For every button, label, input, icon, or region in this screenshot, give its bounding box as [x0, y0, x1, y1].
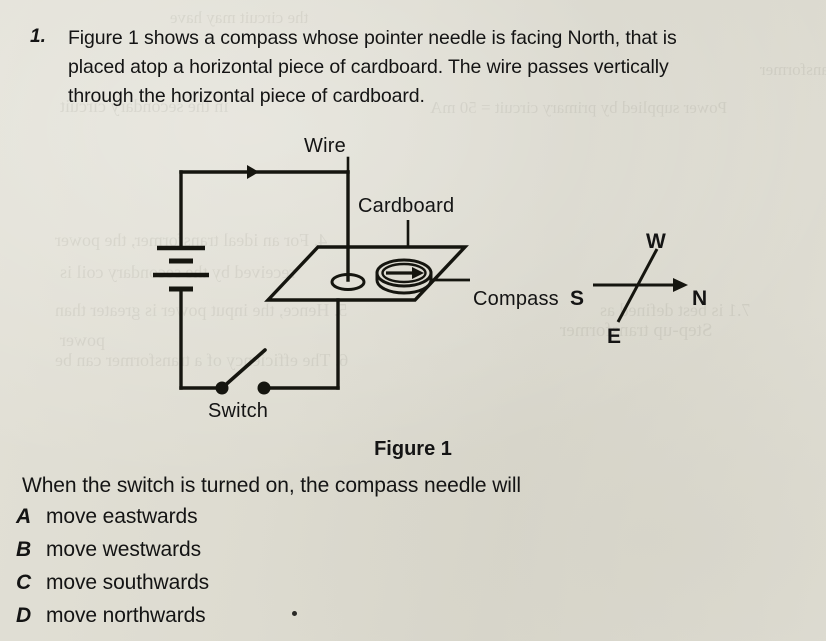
label-west: W — [646, 230, 667, 253]
cardboard-hole — [330, 273, 366, 291]
stray-ink-mark — [292, 611, 297, 616]
label-cardboard: Cardboard — [358, 195, 455, 217]
option-b[interactable]: B move westwards — [16, 538, 616, 571]
question-number: 1. — [30, 26, 46, 47]
option-d-text: move northwards — [46, 604, 206, 627]
question-stem: 1. Figure 1 shows a compass whose pointe… — [30, 24, 806, 111]
stem-line-1: Figure 1 shows a compass whose pointer n… — [68, 27, 677, 49]
compass-rose — [593, 248, 688, 323]
option-c-text: move southwards — [46, 571, 210, 594]
stem-line-2: placed atop a horizontal piece of cardbo… — [68, 56, 669, 78]
option-a[interactable]: A move eastwards — [16, 505, 616, 538]
label-switch: Switch — [208, 400, 269, 422]
figure-caption: Figure 1 — [374, 438, 452, 460]
stem-line-3: through the horizontal piece of cardboar… — [68, 85, 425, 107]
label-compass: Compass — [473, 288, 559, 310]
option-c-letter: C — [16, 571, 32, 594]
option-a-letter: A — [16, 505, 32, 528]
label-wire: Wire — [304, 135, 346, 157]
cardboard-plane — [264, 245, 469, 302]
label-north: N — [692, 287, 708, 310]
option-b-text: move westwards — [46, 538, 201, 561]
compass-device — [375, 258, 433, 295]
battery-symbol — [153, 245, 209, 292]
current-direction-arrow — [247, 165, 259, 179]
circuit-diagram-svg — [153, 156, 688, 395]
question-tail: When the switch is turned on, the compas… — [22, 474, 521, 497]
figure-1-diagram: Wire Cardboard Compass Switch S N W E — [0, 120, 826, 440]
option-b-letter: B — [16, 538, 32, 561]
answer-options-list: A move eastwards B move westwards C move… — [16, 505, 616, 637]
label-south: S — [570, 287, 585, 310]
option-c[interactable]: C move southwards — [16, 571, 616, 604]
option-d[interactable]: D move northwards — [16, 604, 616, 637]
option-a-text: move eastwards — [46, 505, 198, 528]
question-stem-text: Figure 1 shows a compass whose pointer n… — [68, 24, 806, 111]
switch-symbol — [215, 348, 271, 395]
option-d-letter: D — [16, 604, 32, 627]
label-east: E — [607, 325, 622, 348]
